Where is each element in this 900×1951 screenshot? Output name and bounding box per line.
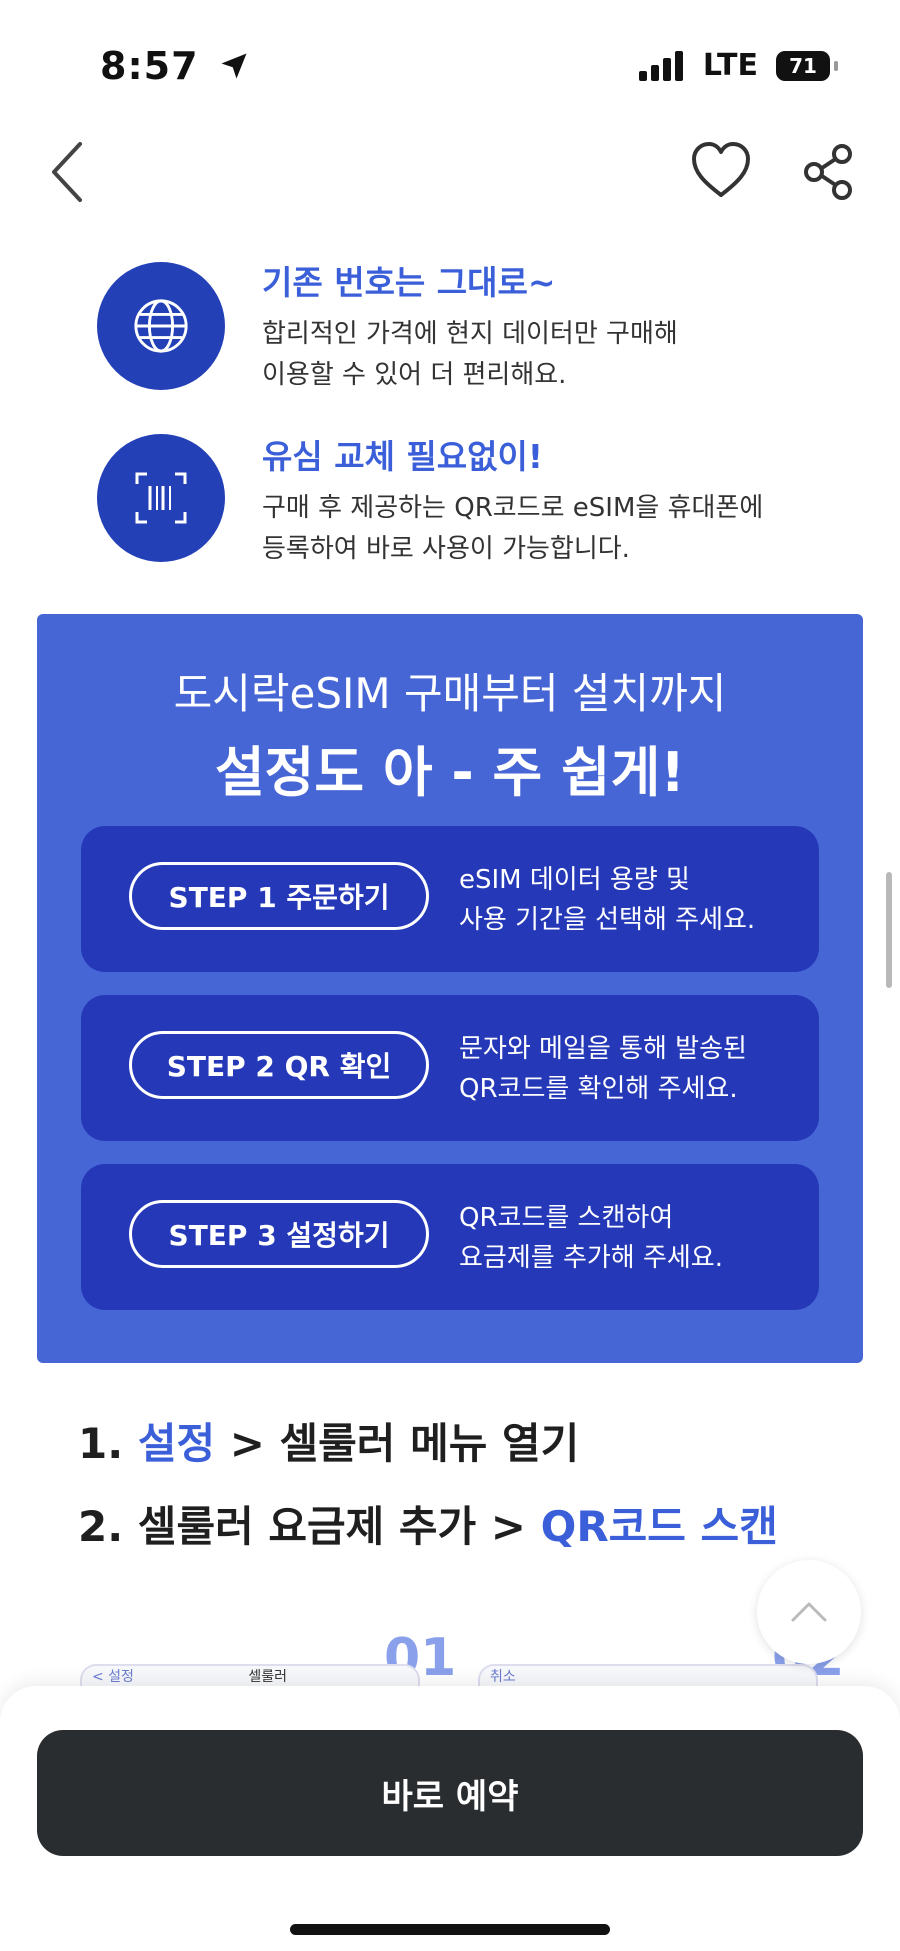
step-card: STEP 1 주문하기 eSIM 데이터 용량 및 사용 기간을 선택해 주세요… [81,826,819,972]
network-type: LTE [702,48,758,83]
battery-icon: 71 [776,50,838,81]
step-pill: STEP 3 설정하기 [129,1200,429,1268]
step-desc: 문자와 메일을 통해 발송된 QR코드를 확인해 주세요. [459,1034,747,1104]
instruction-line-1: 1. 설정 > 셀룰러 메뉴 열기 [78,1419,580,1468]
step-card: STEP 3 설정하기 QR코드를 스캔하여 요금제를 추가해 주세요. [81,1164,819,1310]
step-desc: eSIM 데이터 용량 및 사용 기간을 선택해 주세요. [459,865,756,935]
chevron-up-icon [791,1602,827,1622]
heart-icon[interactable] [690,140,752,200]
globe-icon [134,299,188,353]
step-card: STEP 2 QR 확인 문자와 메일을 통해 발송된 QR코드를 확인해 주세… [81,995,819,1141]
reserve-button[interactable]: 바로 예약 [37,1730,863,1856]
scrollbar[interactable] [886,872,892,988]
location-arrow-icon [221,53,247,79]
home-indicator[interactable] [290,1924,610,1935]
share-icon[interactable] [798,142,858,202]
panel-title: 설정도 아 - 주 쉽게! [215,741,685,804]
step-pill: STEP 1 주문하기 [129,862,429,930]
status-indicators: LTE 71 [638,48,838,83]
feature-desc: 합리적인 가격에 현지 데이터만 구매해 이용할 수 있어 더 편리해요. [262,319,678,390]
instruction-line-2: 2. 셀룰러 요금제 추가 > QR코드 스캔 [78,1502,778,1551]
feature-circle [97,434,225,562]
feature-title: 기존 번호는 그대로~ [262,263,556,302]
panel-subtitle: 도시락eSIM 구매부터 설치까지 [173,669,727,718]
feature-desc: 구매 후 제공하는 QR코드로 eSIM을 휴대폰에 등록하여 바로 사용이 가… [262,493,764,564]
feature-title: 유심 교체 필요없이! [262,437,543,476]
scroll-top-button[interactable] [757,1560,861,1664]
step-desc: QR코드를 스캔하여 요금제를 추가해 주세요. [459,1203,723,1273]
step-pill: STEP 2 QR 확인 [129,1031,429,1099]
signal-icon [638,50,683,81]
qr-scan-icon [135,472,187,524]
status-time: 8:57 [100,44,249,88]
back-chevron-icon[interactable] [48,140,88,204]
feature-circle [97,262,225,390]
